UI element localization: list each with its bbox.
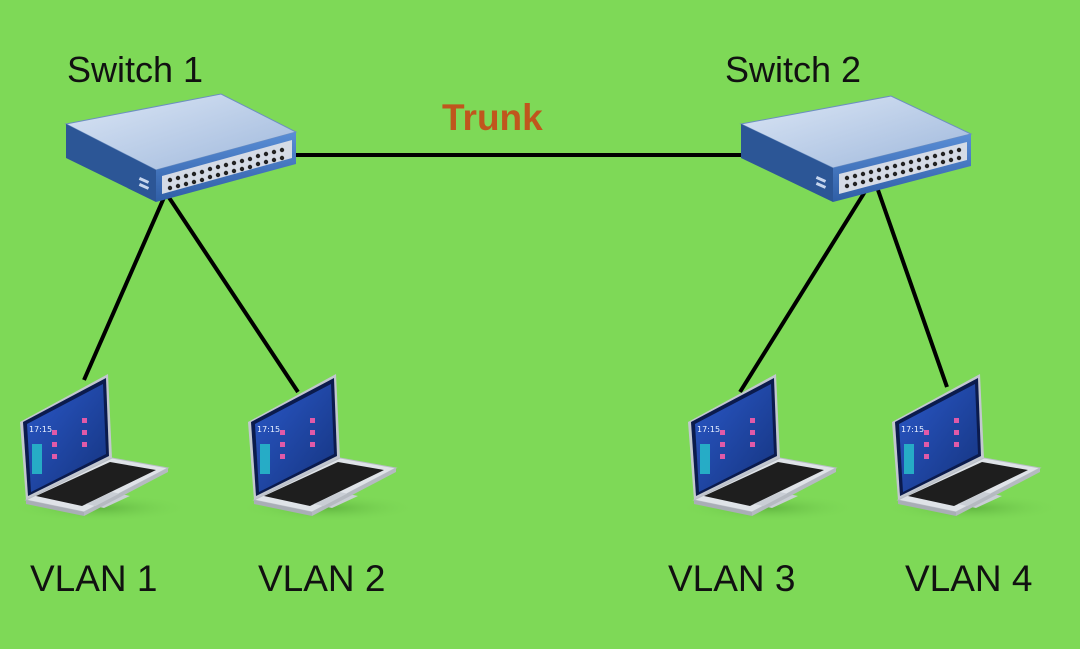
laptop-clock-text: 17:15 — [257, 425, 280, 434]
trunk-label: Trunk — [442, 97, 543, 138]
laptop-clock-text: 17:15 — [29, 425, 52, 434]
switch-2-label: Switch 2 — [725, 49, 862, 90]
laptop-vlan-1-icon: 17:15 — [10, 374, 190, 522]
laptop-vlan-4-icon: 17:15 — [882, 374, 1062, 522]
switch-1-icon — [64, 93, 298, 202]
laptop-clock-text: 17:15 — [697, 425, 720, 434]
vlan-3-label: VLAN 3 — [668, 558, 796, 599]
network-links — [82, 153, 949, 394]
link-switch1-vlan2 — [164, 191, 300, 394]
laptop-clock-text: 17:15 — [901, 425, 924, 434]
vlan-4-label: VLAN 4 — [905, 558, 1033, 599]
link-switch2-vlan3 — [738, 188, 868, 394]
switch-1-label: Switch 1 — [67, 49, 204, 90]
laptop-vlan-2-icon: 17:15 — [238, 374, 418, 522]
vlan-1-label: VLAN 1 — [30, 558, 158, 599]
vlan-2-label: VLAN 2 — [258, 558, 386, 599]
link-switch1-vlan1 — [82, 192, 168, 381]
switch-2-icon — [739, 95, 973, 202]
laptop-vlan-3-icon: 17:15 — [678, 374, 858, 522]
link-switch2-vlan4 — [876, 189, 949, 388]
